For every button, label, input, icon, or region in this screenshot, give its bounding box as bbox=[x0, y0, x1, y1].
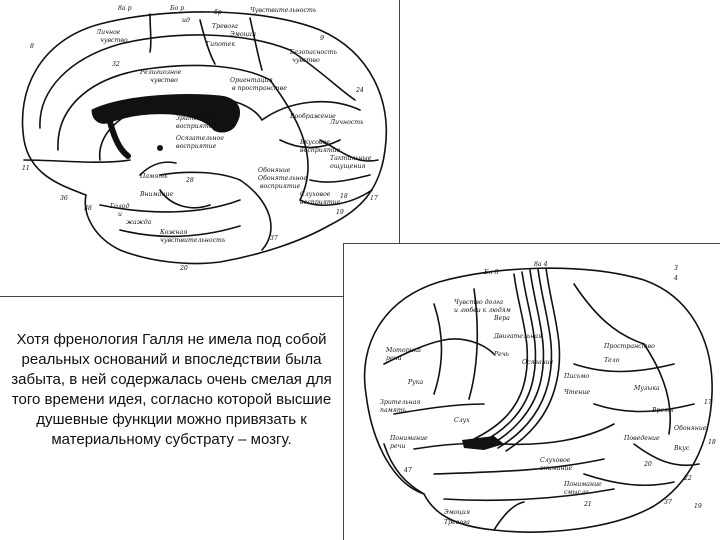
medial-label-29: ощущения bbox=[330, 163, 366, 170]
medial-label-18: в пространстве bbox=[232, 85, 287, 92]
lateral-label-11: Рука bbox=[407, 379, 423, 386]
medial-label-42: 17 bbox=[370, 195, 378, 202]
medial-label-33: Обонятельное bbox=[258, 175, 307, 182]
lateral-label-31: Эмоция bbox=[444, 509, 470, 516]
lateral-label-24: Поведение bbox=[623, 435, 660, 442]
lateral-label-18: Чтение bbox=[564, 389, 590, 396]
medial-label-4: Чувствительность bbox=[250, 7, 317, 14]
medial-label-47: Голод bbox=[109, 203, 129, 210]
medial-label-7: Эмоция bbox=[230, 31, 256, 38]
lateral-label-19: Пространство bbox=[603, 343, 655, 350]
medial-label-38: чувствительность bbox=[160, 237, 226, 244]
medial-label-27: восприятие bbox=[300, 147, 341, 154]
medial-label-36: восприятие bbox=[300, 199, 341, 206]
medial-label-22: Зрительное bbox=[176, 115, 216, 122]
medial-label-45: 38 bbox=[84, 205, 92, 212]
lateral-label-2: 3 bbox=[674, 265, 678, 272]
lateral-label-28: внимание bbox=[540, 465, 573, 472]
lateral-label-37: 37 bbox=[664, 499, 672, 506]
medial-label-15: Религиозное bbox=[139, 69, 182, 76]
lateral-label-9: речи bbox=[386, 355, 401, 362]
medial-label-11: 9 bbox=[320, 35, 324, 42]
medial-label-39: 36 bbox=[60, 195, 68, 202]
lateral-label-29: Понимание bbox=[563, 481, 602, 488]
medial-label-26: Вкусовое bbox=[299, 139, 330, 146]
lateral-label-25: Обоняние bbox=[674, 425, 707, 432]
lateral-label-23: Время bbox=[651, 407, 673, 414]
medial-label-19: 24 bbox=[355, 87, 364, 94]
medial-label-1: Бо р bbox=[169, 5, 184, 12]
lateral-label-8: Моторика bbox=[385, 347, 421, 354]
medial-label-25: восприятие bbox=[176, 143, 217, 150]
lateral-label-7: Двигательная bbox=[493, 333, 542, 340]
medial-label-13: чувство bbox=[292, 57, 320, 64]
medial-label-30: Память bbox=[139, 173, 168, 180]
lateral-label-4: Чувство долга bbox=[454, 299, 503, 306]
lateral-label-39: 18 bbox=[708, 439, 716, 446]
lateral-label-22: Слух bbox=[454, 417, 470, 424]
lateral-label-16: речи bbox=[390, 443, 405, 450]
lateral-label-40: 17 bbox=[704, 399, 712, 406]
lateral-label-36: 22 bbox=[683, 475, 692, 482]
caption-text: Хотя френология Галля не имела под собой… bbox=[4, 330, 339, 450]
medial-label-12: Безопасность bbox=[289, 49, 338, 56]
medial-label-35: Слуховое bbox=[300, 191, 331, 198]
lateral-label-14: память bbox=[380, 407, 407, 414]
medial-brain-drawing: 8а р Бо р 8 бр Чувствительность идТревогаЭмоц… bbox=[0, 0, 400, 297]
medial-label-0: 8а р bbox=[118, 5, 132, 12]
medial-label-31: Внимание bbox=[139, 191, 173, 198]
medial-label-21: Личность bbox=[329, 119, 364, 126]
medial-label-3: бр bbox=[214, 9, 222, 16]
medial-label-34: восприятие bbox=[260, 183, 301, 190]
lateral-label-30: смысла bbox=[564, 489, 589, 496]
lateral-label-34: 21 bbox=[583, 501, 592, 508]
lateral-label-0: Бл 8 bbox=[483, 269, 498, 276]
medial-label-23: восприятие bbox=[176, 123, 217, 130]
medial-label-24: Осязательное bbox=[176, 135, 224, 142]
medial-label-9: чувство bbox=[100, 37, 128, 44]
medial-label-5: ид bbox=[182, 17, 190, 24]
lateral-label-5: и любви к людям bbox=[454, 307, 511, 314]
medial-label-17: Ориентация bbox=[230, 77, 273, 84]
medial-label-2: 8 bbox=[30, 43, 34, 50]
medial-label-37: Кожная bbox=[159, 229, 187, 236]
medial-label-46: 20 bbox=[179, 265, 188, 272]
medial-label-50: 11 bbox=[22, 165, 30, 172]
medial-label-28: Тактильные bbox=[330, 155, 372, 162]
lateral-label-21: Музыка bbox=[633, 385, 660, 392]
medial-label-49: жажда bbox=[126, 219, 152, 226]
medial-label-48: и bbox=[118, 211, 122, 218]
medial-label-8: Личное bbox=[95, 29, 121, 36]
lateral-label-32: Тревога bbox=[444, 519, 470, 526]
lateral-label-33: 47 bbox=[403, 467, 412, 474]
lateral-label-15: Понимание bbox=[389, 435, 428, 442]
lateral-label-13: Зрительная bbox=[380, 399, 421, 406]
medial-label-41: 18 bbox=[340, 193, 348, 200]
lateral-label-12: Осязание bbox=[522, 359, 554, 366]
medial-label-6: Тревога bbox=[212, 23, 238, 30]
medial-label-44: 37 bbox=[270, 235, 278, 242]
lateral-label-27: Слуховое bbox=[540, 457, 571, 464]
lateral-label-17: Письмо bbox=[563, 373, 589, 380]
medial-label-43: 19 bbox=[336, 209, 344, 216]
lateral-label-35: 20 bbox=[643, 461, 652, 468]
lateral-label-3: 4 bbox=[673, 275, 678, 282]
medial-label-16: чувство bbox=[150, 77, 178, 84]
lateral-label-10: Речь bbox=[493, 351, 510, 358]
medial-label-14: 32 bbox=[112, 61, 120, 68]
medial-label-40: 28 bbox=[185, 177, 194, 184]
lateral-label-20: Тело bbox=[604, 357, 620, 364]
medial-label-10: Гипотек bbox=[205, 41, 235, 48]
medial-label-32: Обоняние bbox=[258, 167, 291, 174]
lateral-label-1: 8а 4 bbox=[534, 261, 548, 268]
lateral-label-6: Вера bbox=[493, 315, 510, 322]
lateral-label-26: Вкус bbox=[673, 445, 690, 452]
lateral-label-38: 19 bbox=[694, 503, 702, 510]
